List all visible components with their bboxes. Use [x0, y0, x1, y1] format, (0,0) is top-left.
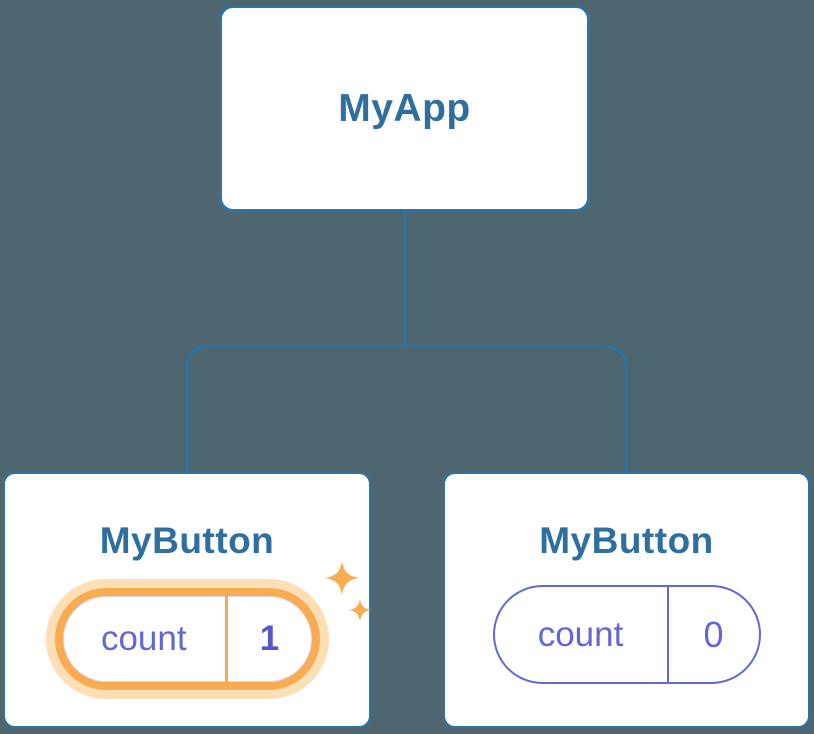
- state-value: 1: [259, 619, 280, 658]
- state-key: count: [537, 614, 624, 654]
- node-title: MyButton: [539, 520, 714, 561]
- state-key: count: [100, 619, 187, 658]
- state-pill: count 0: [492, 585, 761, 684]
- tree-node-mybutton-updated: MyButton count 1: [3, 472, 371, 728]
- state-pill-divider: [666, 587, 669, 682]
- state-pill-highlighted: count 1: [54, 588, 320, 690]
- node-title: MyButton: [99, 520, 275, 561]
- state-pill-divider: [225, 596, 228, 682]
- node-title: MyApp: [338, 87, 471, 130]
- tree-node-mybutton: MyButton count 0: [443, 472, 810, 728]
- tree-node-myapp: MyApp: [219, 5, 590, 212]
- sparkles-icon: [325, 561, 371, 621]
- state-value: 0: [703, 613, 724, 655]
